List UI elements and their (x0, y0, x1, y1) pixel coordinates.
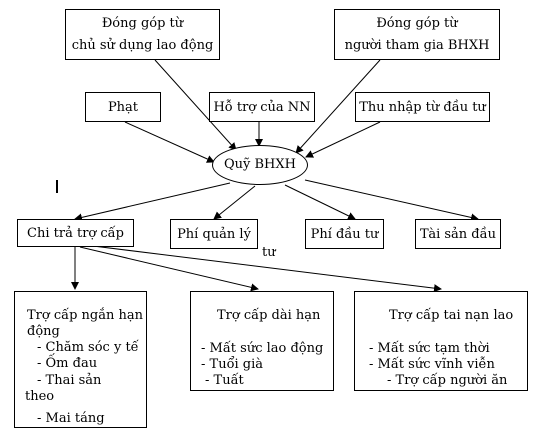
fund-label: Quỹ BHXH (224, 157, 296, 172)
long-term-item: - Mất sức lao động (201, 341, 324, 356)
admin-cost-box: Phí quản lý (170, 219, 258, 249)
admin-cost-label: Phí quản lý (177, 227, 251, 242)
benefit-payment-label: Chi trả trợ cấp (27, 226, 124, 241)
short-term-item: - Mai táng (37, 411, 105, 426)
state-support-box: Hỗ trợ của NN (209, 92, 315, 122)
fund-ellipse: Quỹ BHXH (212, 145, 308, 185)
short-term-title-1: Trợ cấp ngắn hạn (27, 308, 143, 323)
arrow-benefit-to-long-term (79, 246, 259, 292)
arrow-fund-to-investment-cost (284, 184, 356, 220)
investment-assets-box: Tài sản đầu (415, 219, 501, 249)
short-term-item: theo (25, 389, 55, 404)
employer-line1: Đóng góp từ (101, 16, 184, 31)
long-term-benefit-box: Trợ cấp dài hạn - Mất sức lao động - Tuổ… (190, 291, 334, 391)
participant-line2: người tham gia BHXH (344, 38, 490, 53)
short-term-title-2: động (27, 324, 60, 339)
participant-contribution-box: Đóng góp từ người tham gia BHXH (334, 9, 500, 60)
investment-cost-box: Phí đầu tư (305, 219, 384, 249)
admin-cost-overflow-text: tư (262, 245, 276, 260)
accident-item: - Trợ cấp người ăn (387, 373, 508, 388)
benefit-payment-box: Chi trả trợ cấp (17, 219, 134, 247)
participant-line1: Đóng góp từ (376, 16, 458, 31)
arrow-penalty-to-fund (124, 121, 215, 163)
short-term-benefit-box: Trợ cấp ngắn hạn động - Chăm sóc y tế - … (14, 291, 147, 428)
arrow-employer-to-fund (154, 59, 237, 151)
accident-title: Trợ cấp tai nạn lao (389, 308, 514, 323)
arrow-fund-to-investment-assets (304, 179, 479, 222)
investment-cost-label: Phí đầu tư (310, 227, 379, 242)
short-term-item: - Chăm sóc y tế (37, 340, 139, 355)
investment-income-label: Thu nhập từ đầu tư (359, 100, 486, 115)
long-term-item: - Tuổi già (201, 357, 264, 372)
accident-item: - Mất sức vĩnh viễn (369, 357, 495, 372)
investment-income-box: Thu nhập từ đầu tư (355, 92, 490, 122)
penalty-label: Phạt (107, 100, 139, 115)
investment-assets-label: Tài sản đầu (420, 227, 496, 242)
accident-item: - Mất sức tạm thời (369, 341, 490, 356)
employer-contribution-box: Đóng góp từ chủ sử dụng lao động (65, 9, 220, 60)
long-term-title: Trợ cấp dài hạn (217, 308, 321, 323)
arrow-investment-income-to-fund (305, 121, 381, 158)
arrow-fund-to-benefit-payment (74, 182, 231, 222)
short-term-item: - Ốm đau (37, 356, 98, 371)
state-support-label: Hỗ trợ của NN (213, 100, 311, 115)
penalty-box: Phạt (85, 92, 161, 122)
arrow-benefit-to-accident (84, 244, 442, 293)
arrow-participant-to-fund (295, 59, 381, 154)
arrow-fund-to-admin-cost (213, 185, 256, 220)
accident-benefit-box: Trợ cấp tai nạn lao - Mất sức tạm thời -… (354, 291, 528, 391)
employer-line2: chủ sử dụng lao động (71, 38, 214, 53)
short-term-item: - Thai sản (37, 373, 102, 388)
long-term-item: - Tuất (205, 373, 244, 388)
